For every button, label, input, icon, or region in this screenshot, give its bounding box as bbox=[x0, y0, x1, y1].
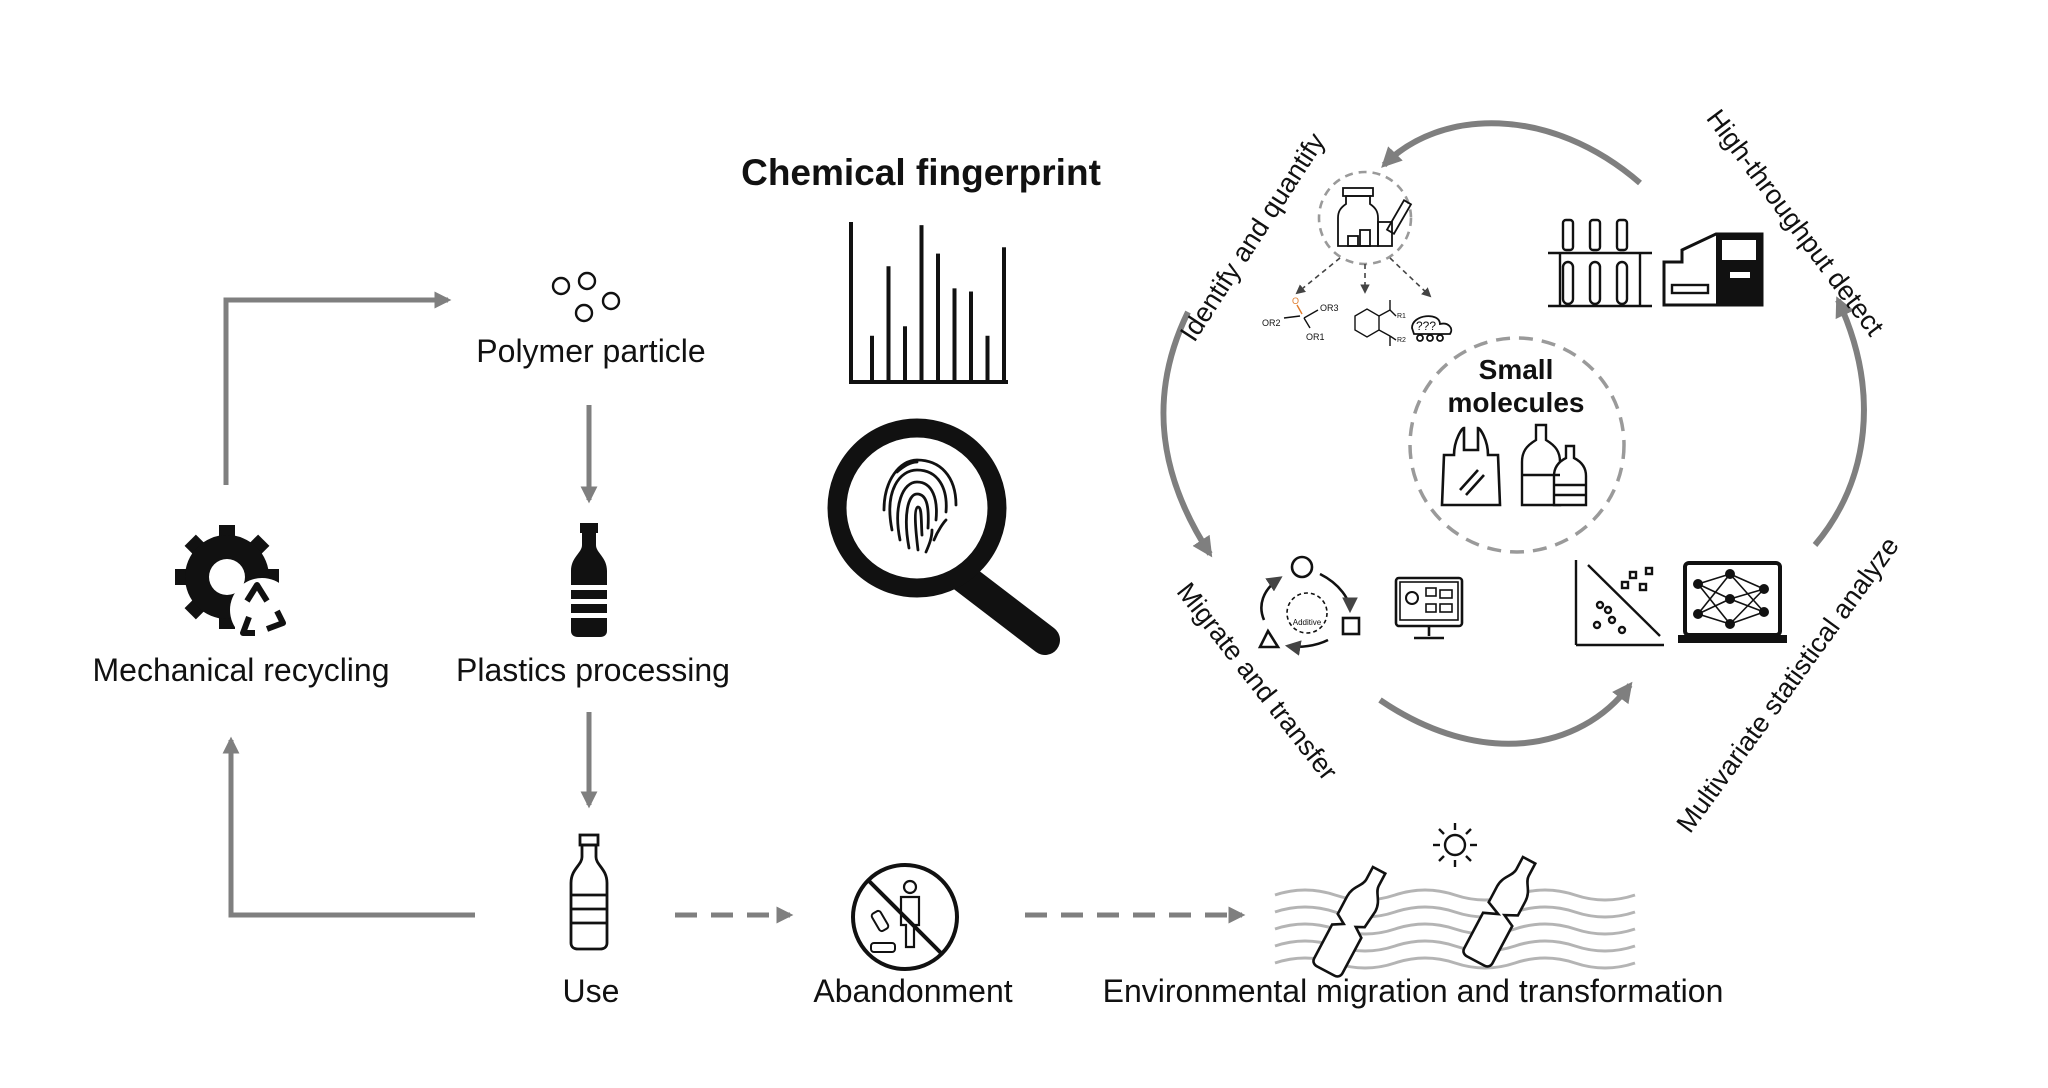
migration-cycle-icon: Additive bbox=[1257, 555, 1361, 656]
phosphate-or1: OR1 bbox=[1306, 332, 1325, 342]
small-molecules-label-line2: molecules bbox=[1448, 387, 1585, 418]
phosphate-oxygen: O bbox=[1292, 296, 1299, 306]
magnifying-glass-icon bbox=[827, 418, 1060, 655]
analysis-sample-circle bbox=[1317, 170, 1413, 266]
use-label: Use bbox=[563, 973, 620, 1009]
broken-bottle-icon bbox=[1312, 865, 1388, 978]
polymer-particle-label: Polymer particle bbox=[476, 333, 705, 369]
cycle-arrow-identify-to-migrate bbox=[1160, 310, 1213, 558]
question-marks: ??? bbox=[1416, 319, 1436, 333]
spectrum-chart bbox=[849, 222, 1008, 384]
outline-bottle-icon bbox=[569, 833, 609, 951]
environmental-label: Environmental migration and transformati… bbox=[1103, 973, 1724, 1009]
chemical-fingerprint-title: Chemical fingerprint bbox=[741, 152, 1101, 193]
gear-recycle-icon bbox=[175, 525, 294, 642]
phthalate-structure-icon: R1 R2 bbox=[1354, 300, 1406, 346]
test-tube-rack-icon bbox=[1548, 218, 1652, 308]
spectrum-bar bbox=[985, 335, 990, 380]
mechanical-recycling-label: Mechanical recycling bbox=[92, 652, 389, 688]
spectrum-bar bbox=[870, 335, 874, 380]
additive-label: Additive bbox=[1293, 618, 1322, 627]
broken-bottle-icon bbox=[1462, 855, 1538, 968]
small-molecules-label-line1: Small bbox=[1479, 354, 1554, 385]
arrow-use-to-recycling bbox=[222, 736, 475, 918]
arrow-recycling-to-particle bbox=[223, 291, 452, 485]
spectrum-bar bbox=[903, 326, 907, 380]
scatter-plot-icon bbox=[1574, 560, 1664, 647]
phthalate-r1: R1 bbox=[1397, 313, 1406, 320]
small-molecules-circle bbox=[1408, 336, 1626, 554]
sample-jar-icon bbox=[1337, 187, 1413, 247]
phthalate-r2: R2 bbox=[1397, 337, 1406, 344]
plastics-processing-label: Plastics processing bbox=[456, 652, 730, 688]
discarded-bottle-icon bbox=[870, 909, 896, 953]
unknown-additive-icon: ??? bbox=[1411, 315, 1453, 342]
cycle-arrow-migrate-to-analyze bbox=[1378, 681, 1633, 747]
plastic-lifecycle: Polymer particle Plastics processing Use bbox=[92, 271, 1724, 1009]
polymer-particle-icon bbox=[551, 271, 621, 323]
spectrum-bar bbox=[952, 288, 957, 380]
cycle-arrow-analyze-to-detect bbox=[1812, 296, 1867, 547]
spectrum-bar bbox=[1002, 247, 1006, 380]
dashed-arrow-to-additive bbox=[1389, 257, 1432, 298]
recycle-icon bbox=[240, 582, 286, 636]
spectrum-bar bbox=[936, 253, 940, 380]
dashed-arrow-to-phosphate bbox=[1295, 257, 1341, 295]
plastic-bag-icon bbox=[1440, 426, 1502, 507]
lab-instrument-icon bbox=[1662, 232, 1764, 307]
sun-icon bbox=[1433, 823, 1477, 867]
phosphate-structure-icon: O OR3 OR2 OR1 bbox=[1262, 296, 1339, 342]
migrate-transfer-label: Migrate and transfer bbox=[1171, 577, 1343, 786]
neural-network-laptop-icon bbox=[1678, 561, 1787, 643]
cycle-arrow-detect-to-identify bbox=[1381, 120, 1642, 186]
phosphate-or2: OR2 bbox=[1262, 318, 1281, 328]
no-littering-icon bbox=[851, 863, 959, 971]
fingerprint-icon bbox=[882, 458, 958, 554]
abandonment-label: Abandonment bbox=[813, 973, 1012, 1009]
person-icon bbox=[899, 879, 921, 949]
analysis-cycle: Identify and quantify High-throughput de… bbox=[1160, 104, 1905, 838]
filled-bottle-icon bbox=[571, 523, 607, 637]
phosphate-or3: OR3 bbox=[1320, 303, 1339, 313]
spectrum-bar bbox=[969, 291, 973, 380]
computer-monitor-icon bbox=[1394, 576, 1464, 640]
identify-quantify-label: Identify and quantify bbox=[1174, 127, 1331, 346]
chemical-fingerprint: Chemical fingerprint bbox=[741, 152, 1101, 655]
spectrum-bar bbox=[919, 225, 924, 380]
plastic-bottles-icon bbox=[1520, 423, 1588, 507]
spectrum-bar bbox=[886, 266, 891, 380]
